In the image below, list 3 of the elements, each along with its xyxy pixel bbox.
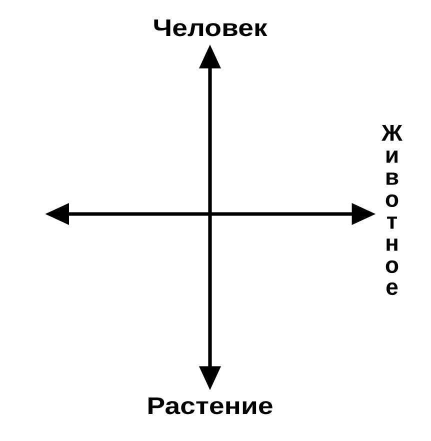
concept-label: Растение [148, 397, 272, 414]
vertical-label: Животное [382, 124, 403, 296]
concept-label: Человек [154, 19, 268, 36]
